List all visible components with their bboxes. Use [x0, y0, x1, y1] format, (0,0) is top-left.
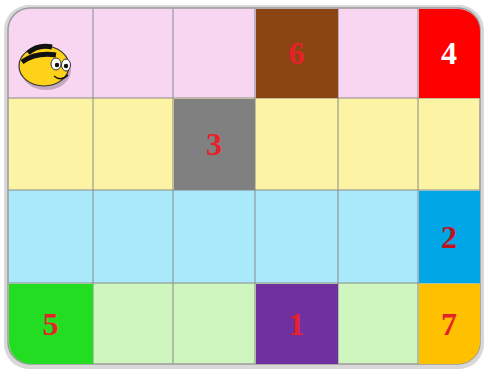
mat-shadow — [4, 5, 484, 369]
cell-number: 2 — [441, 221, 457, 253]
green-row — [8, 283, 480, 364]
grid-lines — [8, 8, 480, 364]
mat-border — [8, 8, 480, 364]
number-cell: 5 — [9, 284, 93, 364]
cell-number: 5 — [43, 308, 59, 340]
number-cell: 3 — [174, 99, 255, 190]
pink-row — [8, 8, 480, 98]
cell-number: 6 — [289, 37, 305, 69]
cell-number: 4 — [441, 37, 457, 69]
blue-row — [8, 190, 480, 283]
yellow-row — [8, 98, 480, 190]
cell-number: 1 — [289, 308, 305, 340]
bee-bot — [19, 46, 71, 90]
number-cell: 4 — [419, 9, 480, 98]
cell-number: 3 — [206, 128, 222, 160]
number-cell: 7 — [419, 284, 480, 364]
cell-number: 7 — [441, 308, 457, 340]
number-cell: 1 — [256, 284, 338, 364]
number-cell: 2 — [419, 191, 480, 283]
number-cell: 6 — [256, 9, 338, 98]
